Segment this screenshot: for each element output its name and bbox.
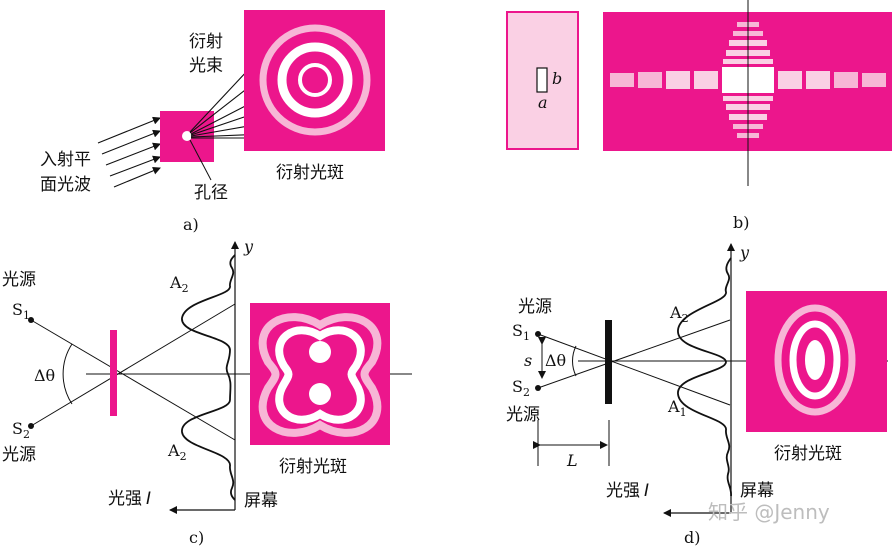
label-delta-theta-c: Δθ [34,366,55,385]
lower-core [309,383,331,405]
label-slit-b: b [552,69,562,88]
label-s2-c: S2 [12,419,30,441]
caption-a: a) [183,215,199,234]
angle-arc-d [572,345,577,377]
inner-lobe-ring [275,326,365,424]
label-source-top-c: 光源 [2,270,36,290]
panel-a: 衍射 光束 入射平 面光波 孔径 衍射光斑 a) [40,10,385,234]
ray-s1-d [537,333,731,406]
label-a2-bottom-c: A2 [167,441,187,463]
outer-ellipse-ring [774,304,856,416]
incident-wave-arrows [97,116,161,188]
label-screen-c: 屏幕 [244,491,278,511]
aperture-hole [182,131,192,141]
upper-core [309,341,331,363]
label-a2-d: A2 [669,303,689,325]
aperture-bar-d [605,320,612,404]
label-incident-wave-1: 入射平 [40,150,91,170]
label-s1-d: S1 [512,321,530,343]
label-source-bottom-d: 光源 [506,405,540,425]
label-L-d: L [566,451,578,470]
label-slit-a: a [538,93,548,112]
label-diffracted-beam-1: 衍射 [189,32,223,52]
intensity-curve-c [181,254,236,501]
center-disk [298,63,332,97]
source-s1-dot [28,317,34,323]
outer-ring [259,24,371,136]
label-a1-d: A1 [667,397,687,419]
label-aperture: 孔径 [194,183,228,203]
outer-lobe-ring [258,313,382,437]
label-s-d: s [524,351,532,370]
angle-arc-c [62,343,73,405]
label-incident-wave-2: 面光波 [40,175,91,195]
label-screen-d: 屏幕 [740,481,774,501]
label-diffraction-spot-a: 衍射光斑 [276,163,344,183]
caption-c: c) [189,528,204,547]
source-s2-dot-d [535,385,541,391]
label-source-bottom-c: 光源 [2,445,36,465]
aperture-pointer [189,139,212,181]
source-s1-dot-d [535,331,541,337]
watermark: 知乎 @Jenny [708,500,830,524]
label-a2-top-c: A2 [169,273,189,295]
caption-d: d) [684,528,700,547]
rectangular-slit [536,67,548,93]
label-s2-d: S2 [512,377,530,399]
middle-ring [277,42,353,118]
caption-b: b) [733,213,749,232]
label-delta-theta-d: Δθ [545,351,566,370]
ray-s2-d [537,319,731,389]
panel-b: b a b) [506,0,892,232]
label-diffracted-beam-2: 光束 [189,56,223,76]
ray-s1 [30,319,236,441]
label-y-c: y [243,237,254,256]
ray-s2 [30,303,236,427]
intensity-curve-d-upper [677,257,732,497]
label-s1-c: S1 [12,300,30,322]
source-s2-dot [28,423,34,429]
aperture-bar-c [110,330,117,416]
middle-ellipse-ring [789,320,841,400]
center-ellipse [805,340,825,380]
label-y-d: y [739,243,750,262]
label-diffraction-spot-c: 衍射光斑 [279,457,347,477]
label-diffraction-spot-d: 衍射光斑 [774,444,842,464]
label-source-top-d: 光源 [518,297,552,317]
